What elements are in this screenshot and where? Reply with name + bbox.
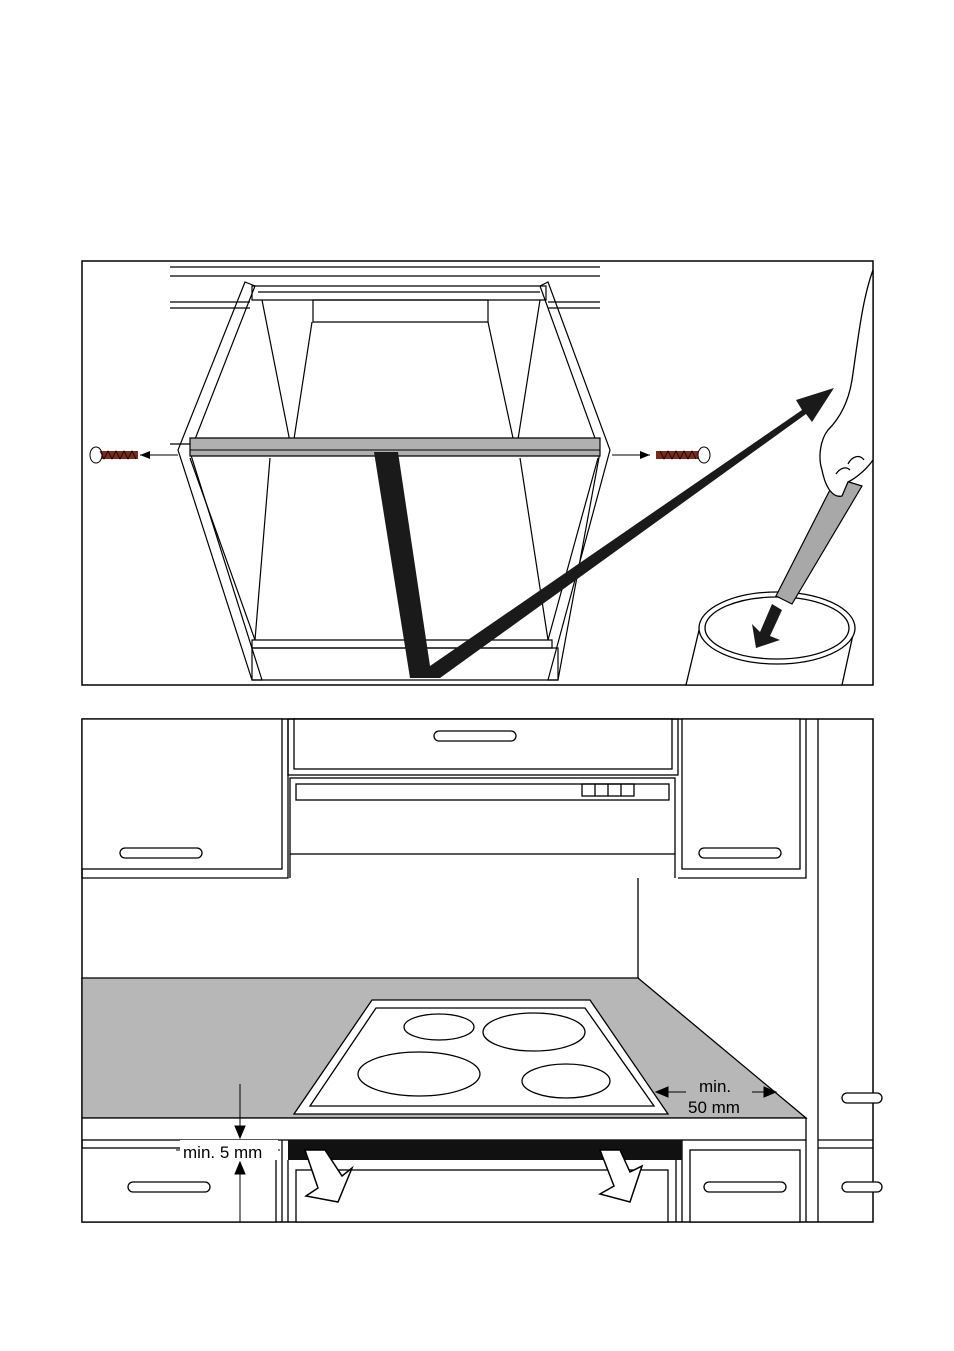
dimension-5mm-label: min. 5 mm — [183, 1143, 262, 1162]
figure-top — [82, 261, 873, 685]
dimension-50mm-label-line2: 50 mm — [688, 1098, 740, 1117]
worktop-front-edge — [82, 1118, 806, 1140]
hob-zone-small-front — [522, 1064, 610, 1098]
figure-bottom: min. 50 mm — [82, 719, 882, 1222]
hob-zone-large-back — [483, 1013, 585, 1051]
hob-zone-large-front — [358, 1052, 480, 1096]
dimension-50mm-label-line1: min. — [699, 1077, 731, 1096]
hob-zone-small-back — [404, 1014, 474, 1040]
